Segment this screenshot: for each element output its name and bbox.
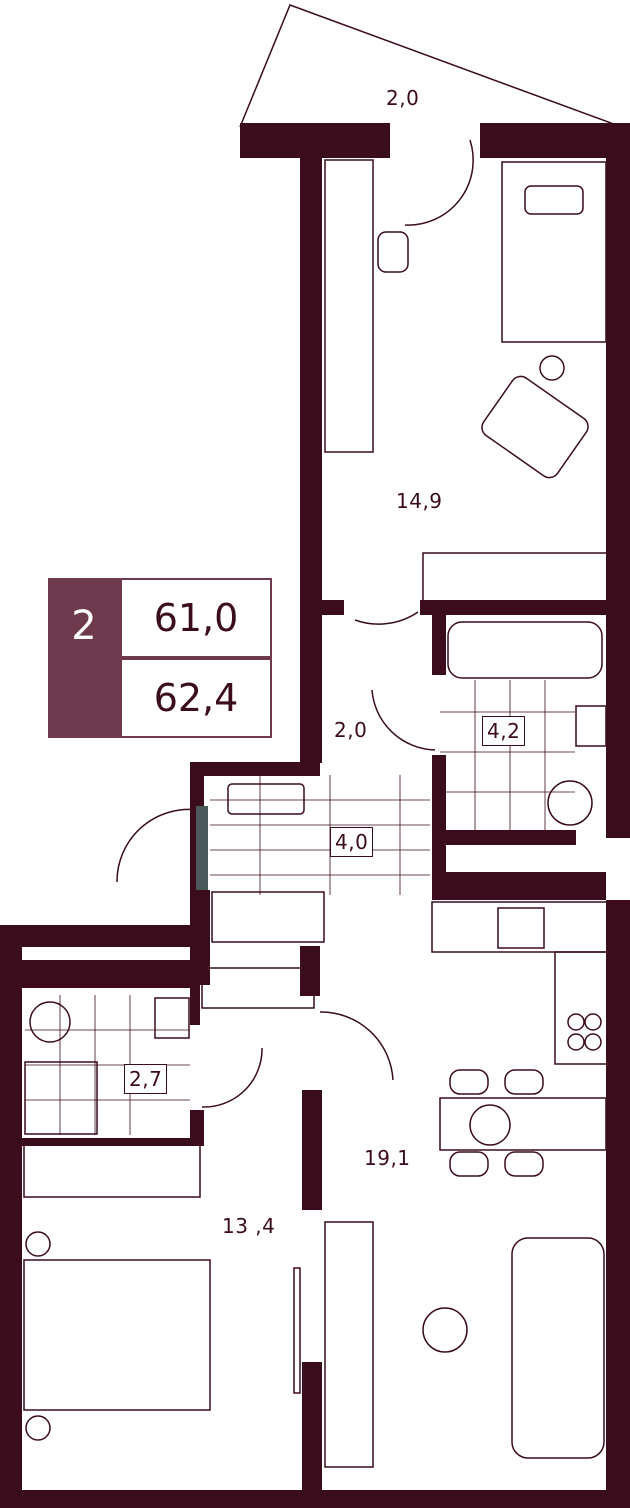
wardrobe-corridor xyxy=(211,891,325,943)
room-count: 2 xyxy=(48,578,120,738)
toilet-bath xyxy=(547,780,593,826)
sofa xyxy=(511,1237,605,1459)
living-area: 61,0 xyxy=(120,578,272,658)
hob-4 xyxy=(584,1033,602,1051)
door-entrance xyxy=(116,808,199,883)
balcony-outline xyxy=(239,4,630,131)
dining-table xyxy=(439,1097,607,1151)
desk xyxy=(324,159,374,453)
wardrobe-bottom xyxy=(23,1144,201,1198)
sink-bath xyxy=(575,705,607,747)
kitchen-sink xyxy=(497,907,545,949)
toilet-wc xyxy=(29,1001,71,1043)
door-bathroom xyxy=(371,689,436,751)
area-badge: 2 61,0 62,4 xyxy=(48,578,272,738)
bathroom-tiles xyxy=(440,680,575,830)
sink-wc xyxy=(154,997,190,1039)
chair-4 xyxy=(504,1151,544,1177)
nightstand-1 xyxy=(25,1231,51,1257)
bed-top xyxy=(501,161,607,343)
label-corridor: 4,0 xyxy=(330,827,374,857)
chair-3 xyxy=(449,1151,489,1177)
shower xyxy=(24,1061,98,1135)
tv-stand xyxy=(324,1221,374,1468)
wardrobe-small xyxy=(201,967,315,1009)
label-bathroom: 4,2 xyxy=(482,716,526,746)
kitchen-counter xyxy=(431,901,608,953)
label-bedroom-top: 14,9 xyxy=(396,489,443,513)
door-hall xyxy=(354,611,419,625)
label-hall: 2,0 xyxy=(334,718,368,742)
corridor-tiles xyxy=(210,775,430,895)
coffee-table xyxy=(422,1307,468,1353)
pillow-top xyxy=(524,185,584,215)
hob-3 xyxy=(567,1033,585,1051)
bed-bottom xyxy=(23,1259,211,1411)
pizza xyxy=(469,1104,511,1146)
desk-chair xyxy=(377,231,409,273)
total-area: 62,4 xyxy=(120,658,272,738)
mirror xyxy=(293,1267,301,1394)
door-wc xyxy=(201,1047,263,1108)
label-bedroom-bottom: 13 ,4 xyxy=(222,1214,276,1238)
door-kitchen xyxy=(319,1011,394,1081)
bathtub xyxy=(447,621,603,679)
shoe-rack xyxy=(227,783,305,815)
hob-1 xyxy=(567,1013,585,1031)
walls xyxy=(0,123,630,1508)
hob-2 xyxy=(584,1013,602,1031)
chair-2 xyxy=(504,1069,544,1095)
nightstand-2 xyxy=(25,1415,51,1441)
entrance-door-strip xyxy=(196,806,208,890)
label-balcony: 2,0 xyxy=(386,86,420,110)
label-wc: 2,7 xyxy=(124,1064,168,1094)
ball xyxy=(539,355,565,381)
armchair xyxy=(481,375,589,479)
chair-1 xyxy=(449,1069,489,1095)
wardrobe-top xyxy=(422,552,608,604)
label-kitchen-living: 19,1 xyxy=(364,1146,411,1170)
door-balcony xyxy=(404,139,474,226)
